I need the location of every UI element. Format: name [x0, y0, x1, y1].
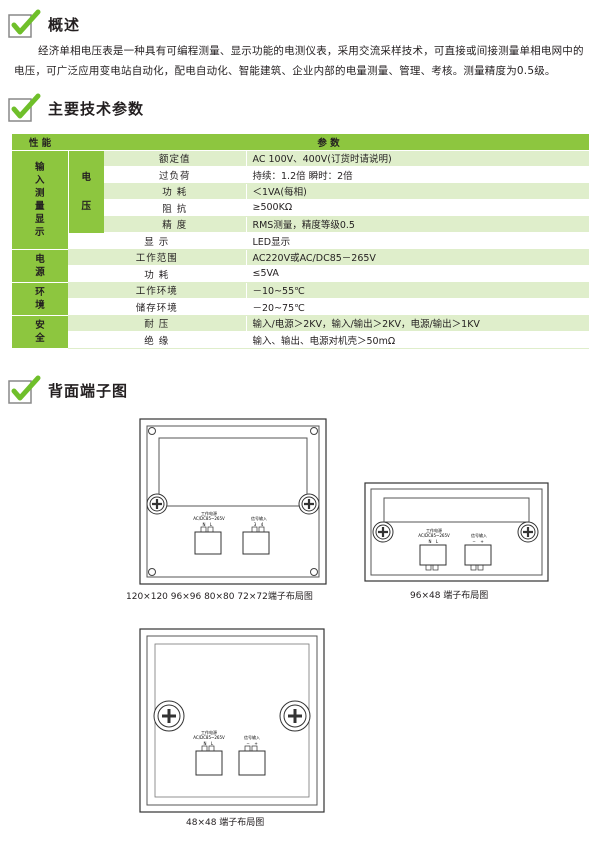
svg-text:N: N — [203, 522, 206, 527]
row-value: 持续：1.2倍 瞬时：2倍 — [245, 166, 589, 184]
row-name: 工作范围 — [68, 249, 246, 266]
table-header-row: 性 能 参 数 — [12, 134, 589, 151]
table-row: 显 示 LED显示 — [12, 232, 589, 250]
svg-text:AC/DC85~265V: AC/DC85~265V — [418, 533, 450, 538]
svg-text:+: + — [254, 741, 257, 746]
svg-text:3: 3 — [254, 522, 257, 527]
row-name: 绝 缘 — [68, 331, 246, 349]
section-title: 背面端子图 — [48, 381, 129, 400]
spec-table: 性 能 参 数 输 入 测 量 显 示 电 压 额定值 AC 100V、400V… — [12, 134, 589, 349]
row-value: 输入、输出、电源对机壳＞50mΩ — [245, 331, 589, 349]
caption-large: 120×120 96×96 80×80 72×72端子布局图 — [126, 592, 313, 602]
checkmark-icon — [8, 375, 42, 405]
group-input-display: 输 入 测 量 显 示 — [12, 150, 68, 250]
svg-text:−: − — [472, 539, 475, 544]
signal-label: 信号输入 — [251, 515, 267, 521]
row-name: 储存环境 — [68, 298, 246, 316]
screw-icon — [146, 493, 168, 515]
terminal-diagram-square: 工作电源 AC/DC85~265V N L 信号输入 − + — [139, 628, 325, 813]
screw-icon — [372, 521, 394, 543]
terminal-diagram-wide: 工作电源 AC/DC85~265V N L 信号输入 − + — [364, 482, 549, 582]
table-row: 过负荷 持续：1.2倍 瞬时：2倍 — [12, 166, 589, 184]
caption-wide: 96×48 端子布局图 — [410, 591, 489, 601]
row-name: 精 度 — [104, 216, 246, 233]
row-name: 功 耗 — [68, 265, 246, 283]
table-row: 阻 抗 ≥500KΩ — [12, 199, 589, 217]
group-environment: 环 境 — [12, 282, 68, 316]
header-parameter: 参 数 — [68, 134, 589, 151]
svg-text:N: N — [429, 539, 432, 544]
svg-text:工作电源: 工作电源 — [201, 729, 217, 735]
row-value: －10~55℃ — [245, 282, 589, 299]
screw-icon — [298, 493, 320, 515]
power-range: AC/DC85~265V — [193, 516, 225, 521]
row-name: 额定值 — [104, 150, 246, 167]
row-name: 过负荷 — [104, 166, 246, 184]
row-name: 耐 压 — [68, 315, 246, 332]
row-value: LED显示 — [245, 232, 589, 250]
table-row: 精 度 RMS测量，精度等级0.5 — [12, 216, 589, 233]
row-name: 阻 抗 — [104, 199, 246, 217]
row-value: －20~75℃ — [245, 298, 589, 316]
section-header-terminal: 背面端子图 — [8, 374, 128, 406]
svg-text:信号输入: 信号输入 — [471, 532, 487, 538]
svg-text:L: L — [211, 741, 214, 746]
svg-text:L: L — [436, 539, 439, 544]
header-performance: 性 能 — [12, 134, 68, 151]
checkmark-icon — [8, 93, 42, 123]
intro-paragraph: 经济单相电压表是一种具有可编程测量、显示功能的电测仪表，采用交流采样技术，可直接… — [14, 45, 584, 77]
row-value: ≥500KΩ — [245, 199, 589, 217]
group-safety: 安 全 — [12, 315, 68, 349]
screw-icon — [279, 700, 311, 732]
table-row: 功 耗 ≤5VA — [12, 265, 589, 283]
section-header-specs: 主要技术参数 — [8, 92, 144, 124]
sub-group-voltage: 电 压 — [67, 150, 104, 233]
table-row: 安 全 耐 压 输入/电源＞2KV，输入/输出＞2KV，电源/输出＞1KV — [12, 315, 589, 349]
svg-text:−: − — [246, 741, 249, 746]
svg-text:+: + — [480, 539, 483, 544]
table-row: 输 入 测 量 显 示 电 压 额定值 AC 100V、400V(订货时请说明) — [12, 150, 589, 250]
table-row: 绝 缘 输入、输出、电源对机壳＞50mΩ — [12, 331, 589, 349]
row-name: 显 示 — [68, 232, 246, 250]
row-name: 功 耗 — [104, 183, 246, 200]
row-value: AC220V或AC/DC85－265V — [245, 249, 589, 266]
screw-icon — [153, 700, 185, 732]
checkmark-icon — [8, 9, 42, 39]
row-value: RMS测量，精度等级0.5 — [245, 216, 589, 233]
svg-text:L: L — [210, 522, 213, 527]
row-name: 工作环境 — [68, 282, 246, 299]
section-header-overview: 概述 — [8, 8, 80, 40]
table-row: 环 境 工作环境 －10~55℃ — [12, 282, 589, 316]
row-value: AC 100V、400V(订货时请说明) — [245, 150, 589, 167]
screw-icon — [517, 521, 539, 543]
table-row: 功 耗 ＜1VA(每相) — [12, 183, 589, 200]
svg-text:N: N — [204, 741, 207, 746]
caption-square: 48×48 端子布局图 — [186, 818, 265, 828]
row-value: 输入/电源＞2KV，输入/输出＞2KV，电源/输出＞1KV — [245, 315, 589, 332]
section-title: 概述 — [48, 15, 81, 34]
svg-text:4: 4 — [261, 522, 264, 527]
terminal-diagram-large: 工作电源 AC/DC85~265V N L 信号输入 3 4 — [139, 418, 327, 585]
row-value: ＜1VA(每相) — [245, 183, 589, 200]
table-row: 储存环境 －20~75℃ — [12, 298, 589, 316]
svg-text:AC/DC85~265V: AC/DC85~265V — [193, 735, 225, 740]
group-power: 电 源 — [12, 249, 68, 283]
power-label: 工作电源 — [201, 510, 217, 516]
row-value: ≤5VA — [245, 265, 589, 283]
section-title: 主要技术参数 — [48, 99, 145, 118]
table-row: 电 源 工作范围 AC220V或AC/DC85－265V — [12, 249, 589, 283]
svg-text:信号输入: 信号输入 — [244, 734, 260, 740]
svg-text:工作电源: 工作电源 — [426, 527, 442, 533]
